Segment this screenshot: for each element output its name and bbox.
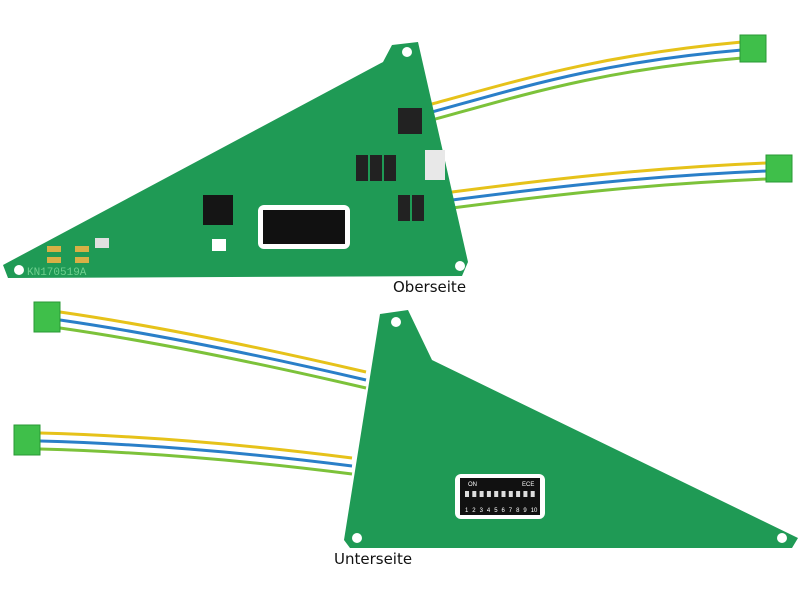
bottom-side-label: Unterseite [334, 550, 413, 568]
dip-brand: ECE [522, 482, 534, 488]
dip-switch-number: 9 [523, 508, 527, 514]
top-wire-bundle-1 [431, 40, 743, 122]
top-wire-bundle-2 [451, 161, 767, 210]
connector-bottom-2 [13, 424, 41, 456]
board-marking: KN170519A [27, 267, 87, 279]
dip-switch-number: 8 [516, 508, 520, 514]
dip-switch-number: 4 [487, 508, 491, 514]
top-side-label: Oberseite [393, 278, 467, 296]
dip-switch-lever [523, 491, 528, 497]
dip-switch-lever [472, 491, 477, 497]
dip-switch-number: 10 [531, 508, 538, 514]
dip-on-label: ON [468, 482, 477, 488]
dip-switch-lever [508, 491, 513, 497]
bottom-wire-bundle-2 [39, 431, 353, 476]
dip-switch-lever [501, 491, 506, 497]
dip-switch-lever [486, 491, 491, 497]
dip-switch-lever [479, 491, 484, 497]
pcb-top [3, 42, 468, 278]
connector-top-2 [765, 154, 793, 183]
dip-switch-number: 3 [480, 508, 484, 514]
dip-switch-lever [465, 491, 469, 497]
dip-switch-lever [494, 491, 499, 497]
dip-switch-number: 1 [465, 508, 469, 514]
dip-switch-number: 2 [472, 508, 476, 514]
connector-top-1 [739, 34, 767, 63]
dip-switch-lever [516, 491, 521, 497]
dip-switch-number: 5 [494, 508, 498, 514]
dip-switch-number: 6 [502, 508, 506, 514]
dip-switch-lever [530, 491, 535, 497]
pcb-top-components [14, 47, 465, 275]
bottom-wire-bundle-1 [59, 310, 367, 390]
dip-switch-number: 7 [509, 508, 513, 514]
pcb-bottom [344, 310, 798, 548]
connector-bottom-1 [33, 301, 61, 333]
